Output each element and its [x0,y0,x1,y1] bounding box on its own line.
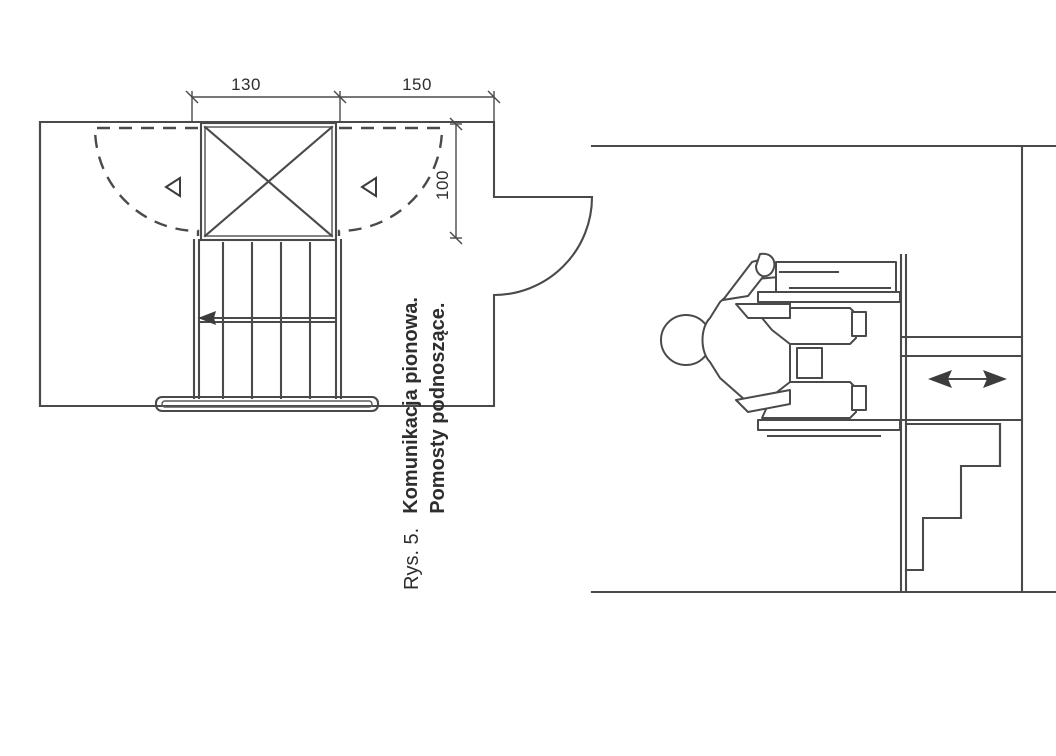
wheel-hub-lower [851,385,867,411]
plan-view-group: 130 150 100 [38,75,594,413]
direction-triangle-left [164,176,181,198]
chair-armrest-lower [757,419,901,431]
dimension-label-100: 100 [433,170,452,200]
platform-travel-arrow [928,370,1007,388]
travel-direction-arrow [198,311,252,325]
chair-armrest-upper [757,291,901,303]
lift-shaft-box [199,121,338,242]
stair-step-profile [904,422,1002,572]
dimension-top [185,90,501,122]
chair-footrest-upper [735,303,791,319]
plan-outline [38,120,594,408]
door-swing-arc-left [93,126,200,236]
stair-flight [192,238,343,400]
chair-seat-axle [796,347,823,379]
occupant-hand [755,252,776,278]
direction-triangle-right [360,176,377,198]
dimension-right-vertical [449,117,463,245]
handrail-bottom [154,395,380,413]
chair-backrest [775,261,897,297]
section-view-group [590,144,1056,594]
dimension-label-150: 150 [402,75,432,94]
wheelchair-user-figure [660,252,901,438]
dimension-label-130: 130 [231,75,261,94]
wheel-hub-upper [851,311,867,337]
door-swing-arc-right [337,126,444,236]
chair-footrest-lower [735,389,791,413]
